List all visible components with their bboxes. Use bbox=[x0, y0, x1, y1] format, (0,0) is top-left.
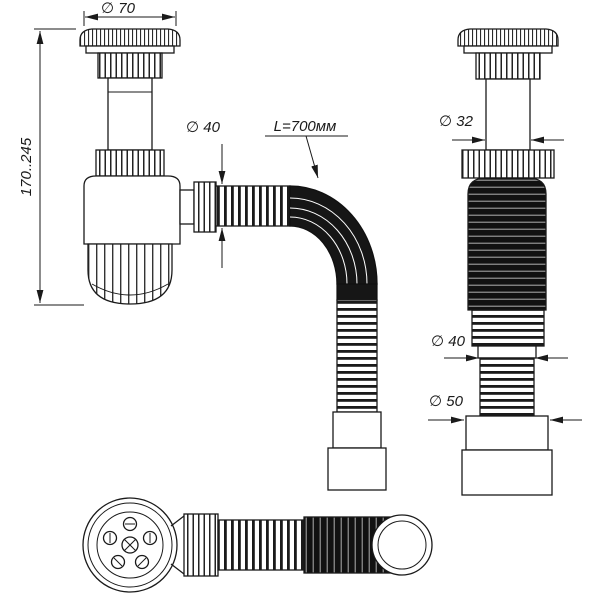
side-cap-plate bbox=[463, 45, 553, 54]
side-hose-dark bbox=[467, 177, 547, 311]
flange-cone-edge bbox=[170, 515, 185, 527]
trap-cap-plate bbox=[85, 45, 175, 54]
dim-label-hose-length: L=700мм bbox=[274, 118, 337, 135]
hose-segment-vertical bbox=[336, 299, 378, 413]
hose-cuff-lower bbox=[327, 447, 387, 491]
drain-nut bbox=[183, 513, 219, 577]
bottle-trap-front-view bbox=[79, 28, 217, 305]
dimension-cap-diameter: ∅ 70 bbox=[83, 0, 177, 26]
hose-bend-rib bbox=[289, 216, 348, 285]
side-hose-light bbox=[471, 309, 545, 347]
drain-bottom-view bbox=[82, 497, 433, 593]
dimension-outlet-50: ∅ 50 bbox=[428, 393, 582, 424]
hose-bend-tail bbox=[336, 283, 378, 301]
dimension-hose-diameter-front: ∅ 40 bbox=[186, 119, 226, 268]
drain-flange-ring bbox=[87, 502, 173, 588]
hose-cuff-upper bbox=[332, 411, 382, 449]
trap-side-view bbox=[457, 28, 559, 496]
side-inlet-tube bbox=[485, 78, 531, 151]
side-cap bbox=[457, 28, 559, 47]
screw-slot bbox=[137, 557, 147, 567]
dim-label-outlet-40: ∅ 40 bbox=[431, 333, 466, 350]
dim-label-cap-diameter: ∅ 70 bbox=[101, 0, 136, 17]
trap-cup bbox=[87, 243, 173, 305]
trap-body-nut bbox=[95, 149, 165, 177]
side-top-nut bbox=[475, 52, 541, 80]
side-cuff-lower bbox=[461, 449, 553, 496]
cup-bottom-seam bbox=[91, 283, 169, 296]
hose-bend-rib bbox=[289, 207, 358, 285]
bottom-hose-end-outer bbox=[371, 514, 433, 576]
trap-outlet-stub bbox=[179, 189, 195, 225]
hose-segment-horizontal bbox=[215, 185, 291, 227]
dimension-hose-length: L=700мм bbox=[265, 118, 348, 179]
dim-label-outlet-50: ∅ 50 bbox=[429, 393, 464, 410]
dimension-height-range: 170..245 bbox=[18, 28, 84, 306]
screw-slot bbox=[123, 538, 137, 552]
side-body-nut bbox=[461, 149, 555, 179]
dimension-outlet-40: ∅ 40 bbox=[431, 333, 568, 362]
trap-outlet-nut bbox=[193, 181, 217, 233]
flange-cone-edge bbox=[170, 563, 185, 575]
trap-inlet-tube bbox=[107, 77, 153, 151]
dimension-inlet-diameter: ∅ 32 bbox=[439, 113, 564, 144]
leader-line bbox=[305, 135, 319, 179]
trap-top-nut bbox=[97, 52, 163, 79]
screw-slot bbox=[113, 557, 123, 567]
drain-flange-inner bbox=[96, 511, 164, 579]
hose-bend-rib bbox=[289, 197, 368, 285]
trap-body bbox=[83, 175, 181, 245]
trap-cap bbox=[79, 28, 181, 47]
flexible-hose-front-view bbox=[215, 185, 387, 491]
hose-bend bbox=[289, 185, 378, 285]
dim-label-inlet-diameter: ∅ 32 bbox=[439, 113, 474, 130]
side-hose-narrow bbox=[479, 357, 535, 417]
dim-label-height-range: 170..245 bbox=[18, 137, 35, 196]
dim-label-hose-diameter: ∅ 40 bbox=[186, 119, 221, 136]
side-hose-band bbox=[477, 345, 537, 359]
side-cuff-upper bbox=[465, 415, 549, 451]
bottom-hose-light bbox=[217, 519, 305, 571]
bottom-hose-end-inner bbox=[377, 520, 427, 570]
